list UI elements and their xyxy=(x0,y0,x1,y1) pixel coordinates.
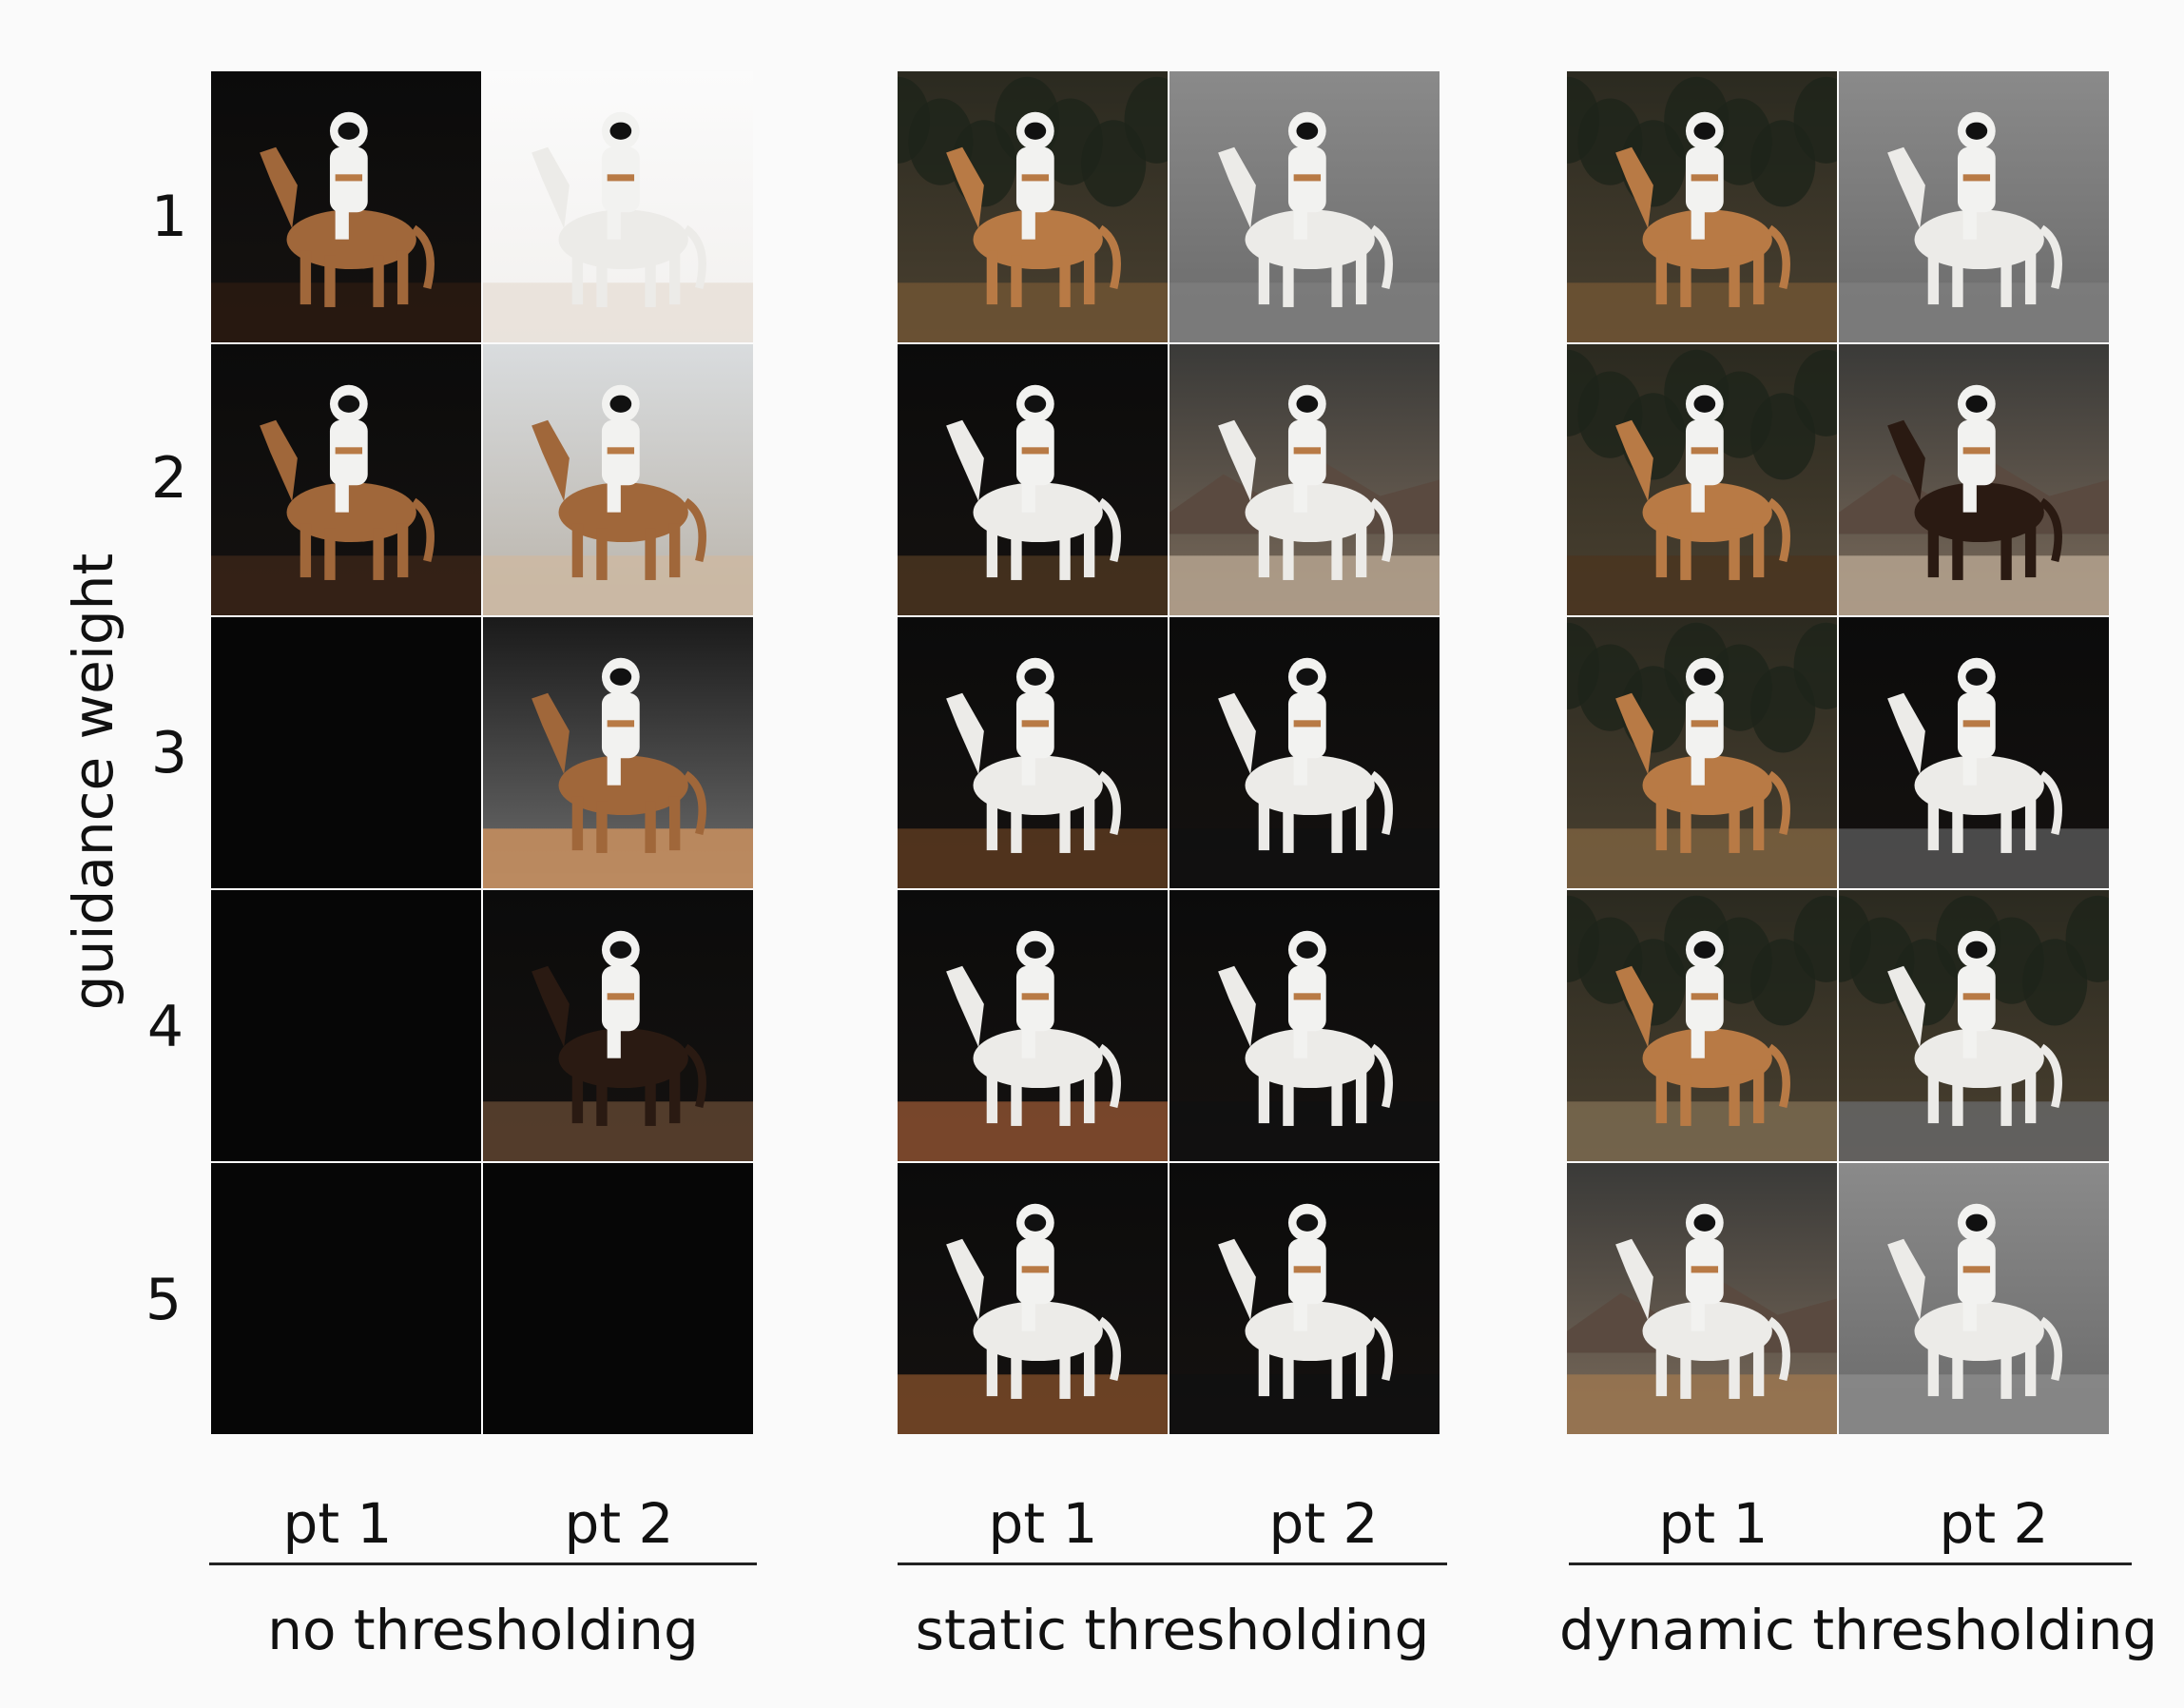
image-tile-r2-pt1 xyxy=(211,344,481,615)
image-tile-r5-pt1 xyxy=(211,1163,481,1434)
image-tile-r5-pt1 xyxy=(1567,1163,1837,1434)
image-tile-r1-pt2 xyxy=(1169,71,1440,342)
image-tile-r1-pt2 xyxy=(483,71,753,342)
image-tile-r5-pt2 xyxy=(1839,1163,2109,1434)
row-label-5: 5 xyxy=(145,1267,183,1333)
image-tile-r5-pt2 xyxy=(483,1163,753,1434)
image-tile-r1-pt1 xyxy=(898,71,1168,342)
image-tile-r1-pt1 xyxy=(1567,71,1837,342)
group-label-static-thresholding: static thresholding xyxy=(915,1598,1430,1662)
image-tile-r2-pt2 xyxy=(483,344,753,615)
row-label-3: 3 xyxy=(150,720,188,786)
image-tile-r4-pt2 xyxy=(1169,890,1440,1161)
column-label-pt2: pt 2 xyxy=(1939,1491,2049,1556)
image-tile-r5-pt1 xyxy=(898,1163,1168,1434)
y-axis-label: guidance weight xyxy=(61,553,126,1011)
column-label-pt1: pt 1 xyxy=(1658,1491,1768,1556)
image-tile-r3-pt2 xyxy=(1169,617,1440,888)
image-tile-r2-pt1 xyxy=(898,344,1168,615)
group-label-no-thresholding: no thresholding xyxy=(267,1598,699,1662)
image-tile-r2-pt1 xyxy=(1567,344,1837,615)
image-tile-r4-pt2 xyxy=(1839,890,2109,1161)
column-label-pt1: pt 1 xyxy=(988,1491,1098,1556)
column-label-pt2: pt 2 xyxy=(1268,1491,1379,1556)
group-divider xyxy=(209,1562,757,1565)
column-label-pt1: pt 1 xyxy=(282,1491,393,1556)
image-tile-r2-pt2 xyxy=(1839,344,2109,615)
image-tile-r3-pt2 xyxy=(1839,617,2109,888)
image-grid-no-thresholding xyxy=(211,71,753,1434)
column-label-pt2: pt 2 xyxy=(564,1491,674,1556)
group-divider xyxy=(1569,1562,2132,1565)
image-tile-r3-pt1 xyxy=(1567,617,1837,888)
image-tile-r3-pt2 xyxy=(483,617,753,888)
group-label-dynamic-thresholding: dynamic thresholding xyxy=(1559,1598,2158,1662)
image-tile-r4-pt1 xyxy=(211,890,481,1161)
image-grid-static-thresholding xyxy=(898,71,1440,1434)
group-divider xyxy=(898,1562,1447,1565)
image-tile-r5-pt2 xyxy=(1169,1163,1440,1434)
image-tile-r4-pt1 xyxy=(898,890,1168,1161)
row-label-4: 4 xyxy=(146,994,184,1060)
image-tile-r4-pt2 xyxy=(483,890,753,1161)
image-tile-r1-pt1 xyxy=(211,71,481,342)
image-grid-dynamic-thresholding xyxy=(1567,71,2109,1434)
image-tile-r3-pt1 xyxy=(898,617,1168,888)
image-tile-r3-pt1 xyxy=(211,617,481,888)
image-tile-r2-pt2 xyxy=(1169,344,1440,615)
row-label-2: 2 xyxy=(150,445,188,512)
image-tile-r4-pt1 xyxy=(1567,890,1837,1161)
row-label-1: 1 xyxy=(150,184,188,250)
image-tile-r1-pt2 xyxy=(1839,71,2109,342)
